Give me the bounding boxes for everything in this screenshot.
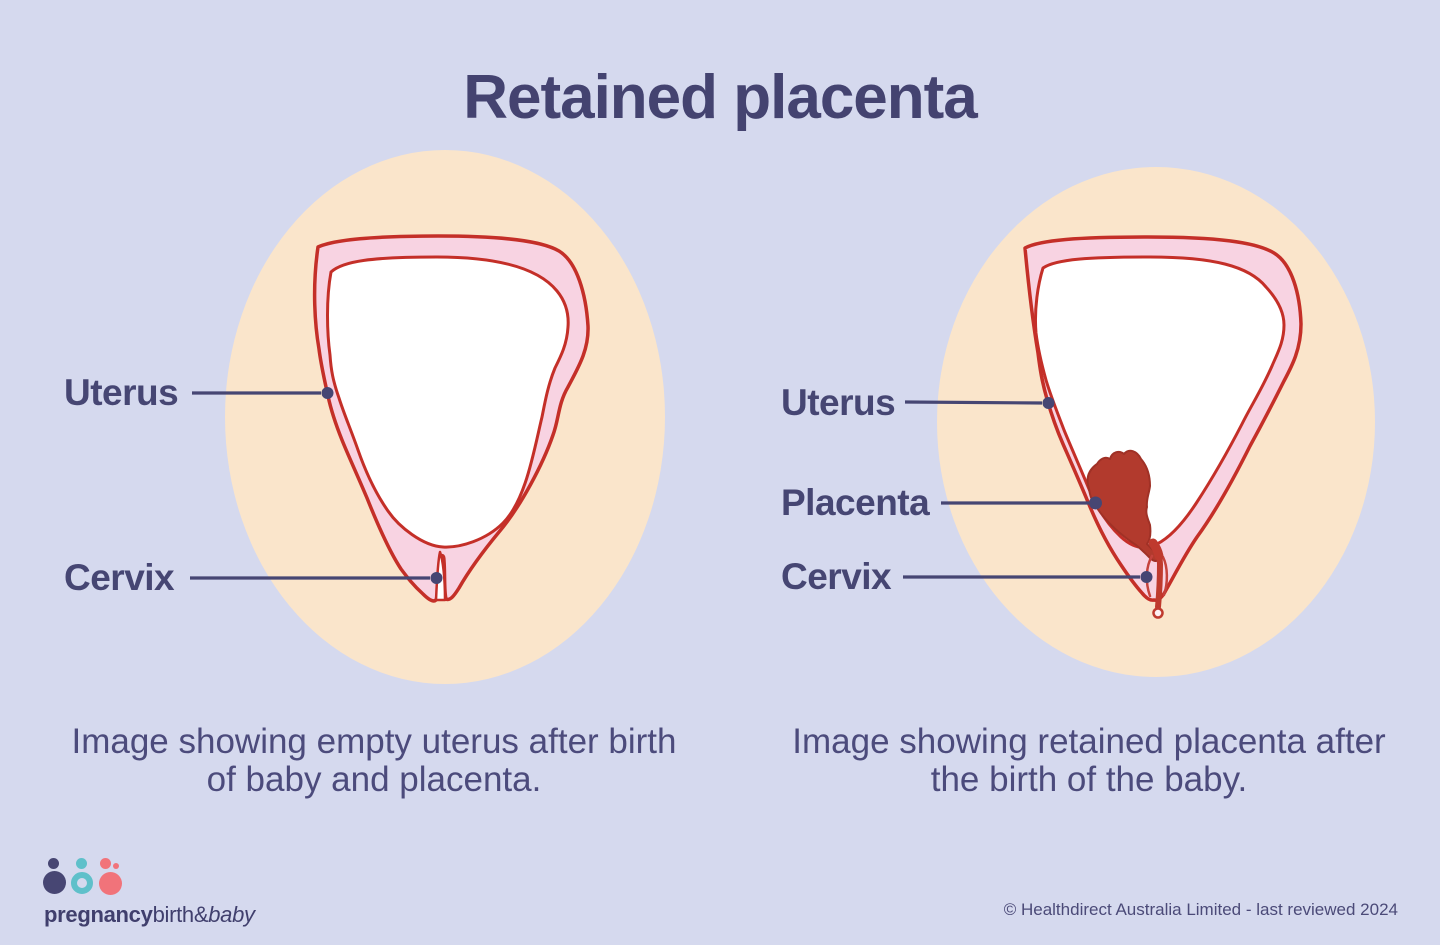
page-title: Retained placenta bbox=[463, 62, 978, 132]
right-caption: Image showing retained placenta after th… bbox=[759, 723, 1419, 799]
left-uterus-cavity bbox=[326, 255, 570, 549]
copyright-text: © Healthdirect Australia Limited - last … bbox=[1003, 900, 1398, 919]
brand-birth-amp: birth& bbox=[152, 902, 209, 927]
leader-dot-right-cervix bbox=[1140, 571, 1153, 583]
right-caption-line2: the birth of the baby. bbox=[930, 760, 1248, 799]
logo-figure3-body-icon bbox=[99, 872, 122, 895]
pregnancy-birth-baby-logo: pregnancybirth&baby bbox=[43, 853, 304, 933]
logo-figure1-body-icon bbox=[43, 871, 66, 894]
left-caption-line2: of baby and placenta. bbox=[206, 760, 542, 799]
leader-line-right-uterus bbox=[904, 400, 1043, 405]
leader-dot-left-cervix bbox=[430, 572, 443, 584]
logo-figure2-head-icon bbox=[76, 858, 87, 869]
brand-baby: baby bbox=[208, 902, 255, 927]
left-caption-line1: Image showing empty uterus after birth bbox=[71, 722, 677, 761]
logo-figure2-ring-icon bbox=[71, 872, 93, 894]
umbilical-cord bbox=[1151, 541, 1164, 610]
brand-pregnancy: pregnancy bbox=[44, 902, 153, 927]
label-right-placenta: Placenta bbox=[781, 482, 930, 523]
label-right-uterus: Uterus bbox=[781, 382, 896, 423]
brand-wordmark: pregnancybirth&baby bbox=[44, 902, 255, 928]
placenta-shape bbox=[1086, 449, 1159, 562]
leader-dots bbox=[321, 387, 1153, 584]
logo-figure3-head-icon bbox=[100, 858, 111, 869]
right-caption-line1: Image showing retained placenta after bbox=[792, 722, 1386, 761]
leader-dot-left-uterus bbox=[321, 387, 334, 399]
left-caption: Image showing empty uterus after birth o… bbox=[44, 723, 704, 799]
cord-end-ring bbox=[1152, 607, 1164, 619]
logo-figure3-dot-icon bbox=[113, 863, 119, 869]
logo-figure1-head-icon bbox=[48, 858, 59, 869]
label-left-uterus: Uterus bbox=[64, 372, 179, 413]
label-left-cervix: Cervix bbox=[64, 557, 175, 598]
leader-dot-right-uterus bbox=[1042, 397, 1055, 409]
leader-lines bbox=[190, 391, 1140, 580]
leader-dot-right-placenta bbox=[1089, 496, 1102, 510]
label-right-cervix: Cervix bbox=[781, 556, 892, 597]
